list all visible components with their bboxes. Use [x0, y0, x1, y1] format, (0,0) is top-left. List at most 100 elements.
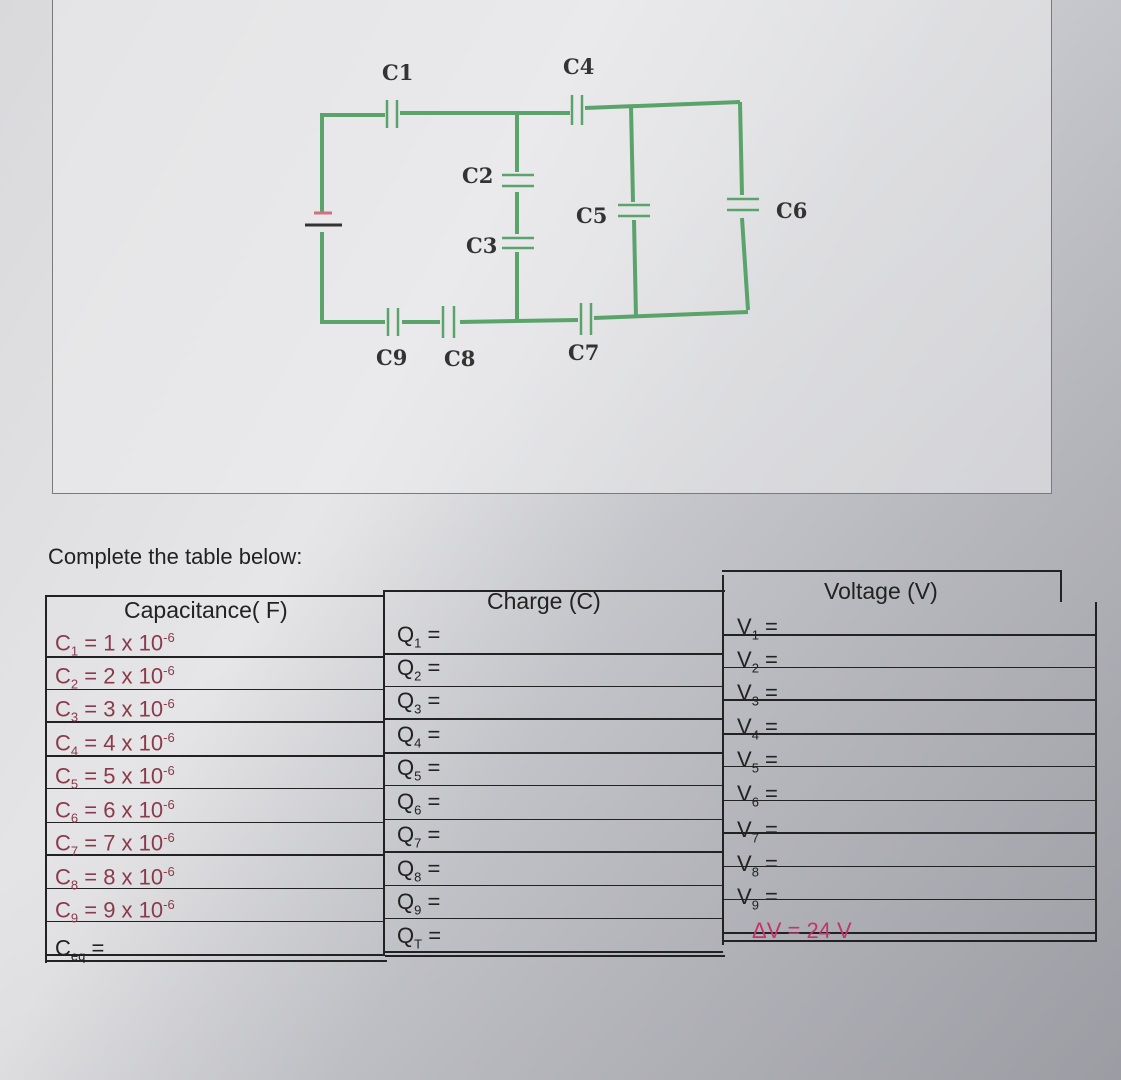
- voltage-equals: =: [758, 884, 778, 909]
- table-divider-1: [383, 590, 385, 956]
- charge-symbol: Q: [397, 889, 415, 914]
- label-c5: C5: [576, 203, 607, 228]
- charge-equals: =: [421, 789, 441, 814]
- voltage-symbol: V: [737, 614, 752, 639]
- voltage-cell[interactable]: V5 =: [737, 747, 778, 775]
- cap-value: = 5 x 10: [78, 763, 164, 789]
- charge-cell[interactable]: QT =: [397, 923, 441, 951]
- voltage-equals: =: [758, 614, 778, 639]
- voltage-symbol: V: [737, 680, 752, 705]
- row-line-voltage: [722, 634, 1095, 636]
- voltage-equals: =: [758, 647, 778, 672]
- capacitance-cell: C3 = 3 x 10-6: [55, 696, 175, 725]
- voltage-equals: =: [758, 851, 778, 876]
- charge-symbol: Q: [397, 923, 415, 948]
- charge-cell[interactable]: Q3 =: [397, 688, 440, 716]
- cap-exponent: -6: [163, 730, 175, 745]
- voltage-equals: =: [758, 714, 778, 739]
- cap-symbol: C: [55, 663, 71, 689]
- capacitance-cell: C4 = 4 x 10-6: [55, 730, 175, 759]
- charge-cell[interactable]: Q8 =: [397, 856, 440, 884]
- row-line-charge: [385, 718, 723, 720]
- cap-symbol: C: [55, 763, 71, 789]
- cap-subscript: 6: [70, 810, 79, 826]
- charge-cell[interactable]: Q4 =: [397, 722, 440, 750]
- cap-exponent: -6: [163, 797, 175, 812]
- table-bottom-right: [722, 940, 1097, 942]
- cap-exponent: -6: [163, 696, 175, 711]
- row-line-voltage: [722, 932, 1095, 934]
- cap-subscript: eq: [70, 948, 86, 964]
- cap-value: = 7 x 10: [78, 830, 164, 856]
- table-divider-2: [722, 575, 724, 945]
- charge-cell[interactable]: Q1 =: [397, 622, 440, 650]
- cap-value: =: [85, 935, 105, 961]
- voltage-subscript: 7: [751, 830, 759, 846]
- cap-value: = 2 x 10: [78, 663, 164, 689]
- charge-cell[interactable]: Q5 =: [397, 755, 440, 783]
- circuit-figure-frame: [52, 0, 1052, 494]
- row-line-voltage: [722, 733, 1095, 735]
- charge-cell[interactable]: Q6 =: [397, 789, 440, 817]
- voltage-subscript: 6: [751, 794, 759, 810]
- row-line-charge: [385, 784, 723, 787]
- charge-equals: =: [421, 688, 441, 713]
- row-line-charge: [385, 851, 723, 853]
- capacitance-cell: Ceq =: [55, 935, 105, 964]
- voltage-cell[interactable]: V8 =: [737, 851, 778, 879]
- capacitance-cell: C9 = 9 x 10-6: [55, 897, 175, 926]
- row-line-cap: [47, 887, 385, 890]
- cap-subscript: 5: [70, 776, 79, 792]
- cap-exponent: -6: [163, 830, 175, 845]
- cap-symbol: C: [55, 730, 71, 756]
- cap-value: = 4 x 10: [78, 730, 164, 756]
- cap-exponent: -6: [163, 630, 175, 645]
- table-top-border-mid: [385, 590, 725, 592]
- label-c8: C8: [444, 346, 475, 371]
- row-line-cap: [47, 854, 385, 856]
- capacitance-cell: C7 = 7 x 10-6: [55, 830, 175, 859]
- table-top-border-left: [45, 595, 385, 597]
- charge-equals: =: [421, 822, 441, 847]
- row-line-voltage: [722, 666, 1095, 669]
- cap-symbol: C: [55, 935, 71, 961]
- voltage-cell[interactable]: V3 =: [737, 680, 778, 708]
- charge-equals: =: [421, 856, 441, 881]
- voltage-cell[interactable]: V4 =: [737, 714, 778, 742]
- voltage-cell[interactable]: V1 =: [737, 614, 778, 642]
- cap-value: = 1 x 10: [78, 630, 164, 656]
- instruction-text: Complete the table below:: [48, 544, 303, 569]
- voltage-symbol: V: [737, 851, 752, 876]
- voltage-subscript: 9: [751, 897, 759, 913]
- voltage-symbol: V: [737, 647, 752, 672]
- header-voltage: Voltage (V): [824, 578, 938, 604]
- row-line-charge: [385, 951, 723, 953]
- charge-cell[interactable]: Q9 =: [397, 889, 440, 917]
- voltage-cell[interactable]: V9 =: [737, 884, 778, 912]
- voltage-subscript: 2: [751, 660, 759, 676]
- circuit-diagram: C1 C4 C2 C3 C5 C6 C9 C8 C7: [305, 54, 807, 371]
- cap-exponent: -6: [163, 897, 175, 912]
- voltage-subscript: 4: [751, 727, 759, 743]
- charge-symbol: Q: [397, 688, 415, 713]
- voltage-subscript: 5: [751, 760, 759, 776]
- cap-value: = 6 x 10: [78, 797, 164, 823]
- row-line-cap: [47, 688, 385, 691]
- cap-value: = 3 x 10: [78, 696, 164, 722]
- label-c1: C1: [382, 60, 413, 85]
- voltage-cell[interactable]: V6 =: [737, 781, 778, 809]
- row-line-charge: [385, 653, 723, 655]
- voltage-equals: =: [758, 817, 778, 842]
- charge-subscript: 5: [414, 768, 422, 784]
- cap-subscript: 8: [70, 877, 79, 893]
- voltage-equals: =: [758, 781, 778, 806]
- voltage-equals: =: [758, 680, 778, 705]
- charge-equals: =: [421, 622, 441, 647]
- charge-symbol: Q: [397, 822, 415, 847]
- voltage-cell[interactable]: V2 =: [737, 647, 778, 675]
- charge-cell[interactable]: Q7 =: [397, 822, 440, 850]
- row-line-voltage: [722, 699, 1095, 701]
- charge-cell[interactable]: Q2 =: [397, 655, 440, 683]
- row-line-voltage: [722, 765, 1095, 768]
- voltage-cell[interactable]: V7 =: [737, 817, 778, 845]
